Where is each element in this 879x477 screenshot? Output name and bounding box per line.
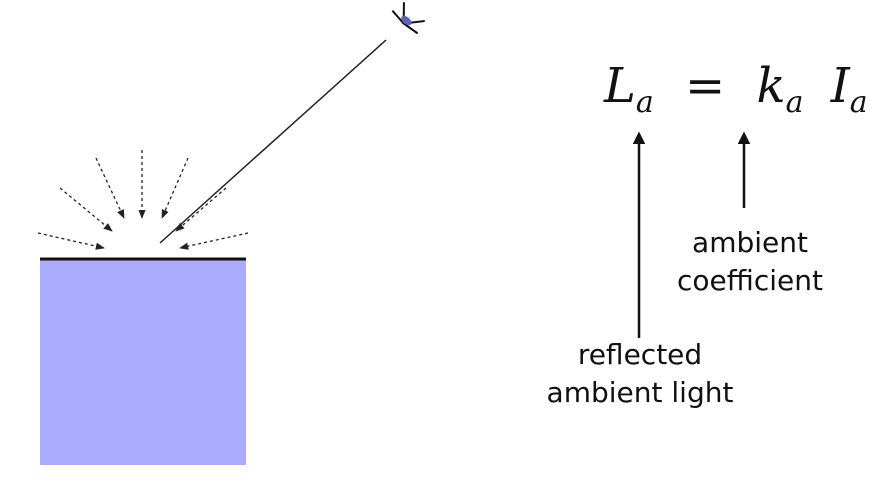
ambient-ray-2 [59, 187, 113, 232]
intensity-symbol: I [830, 58, 850, 114]
coefficient-symbol: k [756, 58, 786, 114]
reflected-ray [159, 39, 387, 244]
reflected-light-symbol: L [604, 58, 636, 114]
coefficient-label-line-2: coefficient [677, 264, 823, 297]
incoming-ambient-rays [37, 150, 249, 250]
equals-sign: = [685, 58, 726, 114]
ambient-coefficient-label: ambient coefficient [655, 224, 845, 300]
coefficient-label-line-1: ambient [692, 226, 808, 259]
eye-icon [391, 2, 425, 35]
reflected-label-line-1: reflected [577, 338, 703, 371]
ambient-ray-5 [161, 157, 189, 219]
ambient-ray-7 [179, 232, 249, 250]
ambient-ray-3 [95, 157, 125, 219]
coefficient-subscript: a [785, 85, 804, 120]
ambient-ray-6 [175, 187, 227, 232]
reflected-label-line-2: ambient light [546, 376, 734, 409]
reflected-ambient-light-label: reflected ambient light [530, 336, 750, 412]
intensity-subscript: a [849, 85, 868, 120]
ambient-ray-1 [37, 232, 105, 250]
ambient-equation: La = ka Ia [604, 62, 868, 118]
reflected-light-subscript: a [635, 85, 654, 120]
surface-block [40, 259, 246, 465]
